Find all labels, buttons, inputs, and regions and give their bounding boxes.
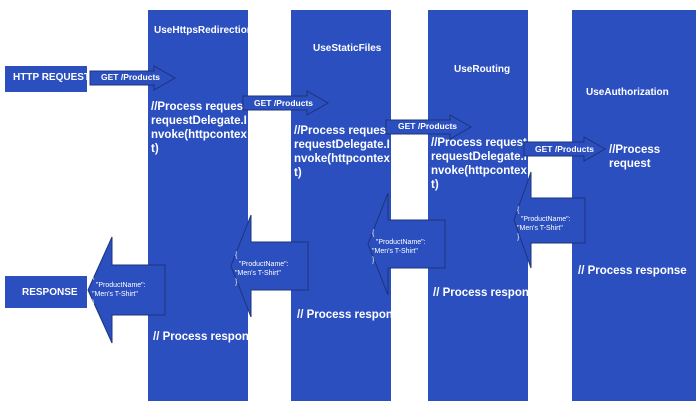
request-code: //Process request requestDelegate.Invoke… bbox=[294, 125, 390, 179]
response-arrow bbox=[87, 236, 166, 344]
response-arrow bbox=[367, 192, 446, 296]
response-body-text: { "ProductName": "Men's T-Shirt" } bbox=[517, 207, 571, 241]
response-arrow bbox=[513, 171, 586, 269]
response-arrow bbox=[230, 214, 309, 318]
response-code: // Process response bbox=[153, 331, 262, 343]
middleware-pillar-authorization bbox=[572, 10, 696, 401]
request-arrow-label: GET /Products bbox=[101, 72, 161, 82]
response-code: // Process response bbox=[578, 265, 687, 277]
request-code: //Process request requestDelegate.Invoke… bbox=[431, 137, 527, 191]
request-arrow bbox=[89, 65, 177, 91]
response-box bbox=[5, 276, 87, 308]
request-arrow bbox=[523, 136, 607, 162]
request-arrow bbox=[385, 114, 473, 140]
response-label: RESPONSE bbox=[22, 287, 78, 298]
middleware-title: UseAuthorization bbox=[586, 87, 669, 98]
request-arrow bbox=[242, 90, 330, 116]
request-code: //Process request requestDelegate.Invoke… bbox=[151, 101, 247, 155]
http-request-box bbox=[5, 66, 87, 92]
middleware-title: UseRouting bbox=[454, 64, 511, 75]
middleware-pillar-static-files bbox=[291, 10, 391, 401]
http-request-label: HTTP REQUEST bbox=[13, 72, 91, 83]
request-arrow-label: GET /Products bbox=[254, 98, 314, 108]
response-body-text: { "ProductName": "Men's T-Shirt" } bbox=[235, 252, 289, 286]
middleware-title: UseHttpsRedirection bbox=[154, 25, 253, 36]
request-arrow-label: GET /Products bbox=[535, 144, 595, 154]
response-code: // Process response bbox=[433, 287, 542, 299]
response-body-text: { "ProductName": "Men's T-Shirt" } bbox=[92, 273, 146, 307]
request-code: //Process request bbox=[609, 144, 661, 170]
response-code: // Process response bbox=[297, 309, 406, 321]
response-body-text: { "ProductName": "Men's T-Shirt" } bbox=[372, 230, 426, 264]
request-arrow-label: GET /Products bbox=[398, 121, 458, 131]
middleware-title: UseStaticFiles bbox=[313, 43, 382, 54]
middleware-pillar-routing bbox=[428, 10, 528, 401]
